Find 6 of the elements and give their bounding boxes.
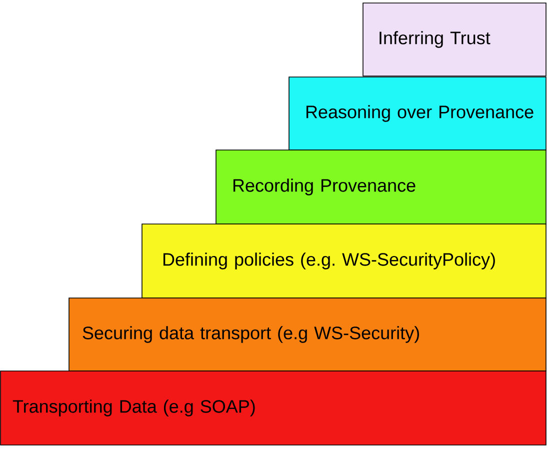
layer-box: Securing data transport (e.g WS-Security)	[68, 298, 546, 372]
layer-box: Defining policies (e.g. WS-SecurityPolicy)	[142, 224, 546, 298]
layer-box: Recording Provenance	[216, 150, 546, 224]
layer-box: Transporting Data (e.g SOAP)	[0, 370, 546, 446]
layer-box: Inferring Trust	[362, 2, 546, 76]
layer-box: Reasoning over Provenance	[288, 76, 546, 150]
